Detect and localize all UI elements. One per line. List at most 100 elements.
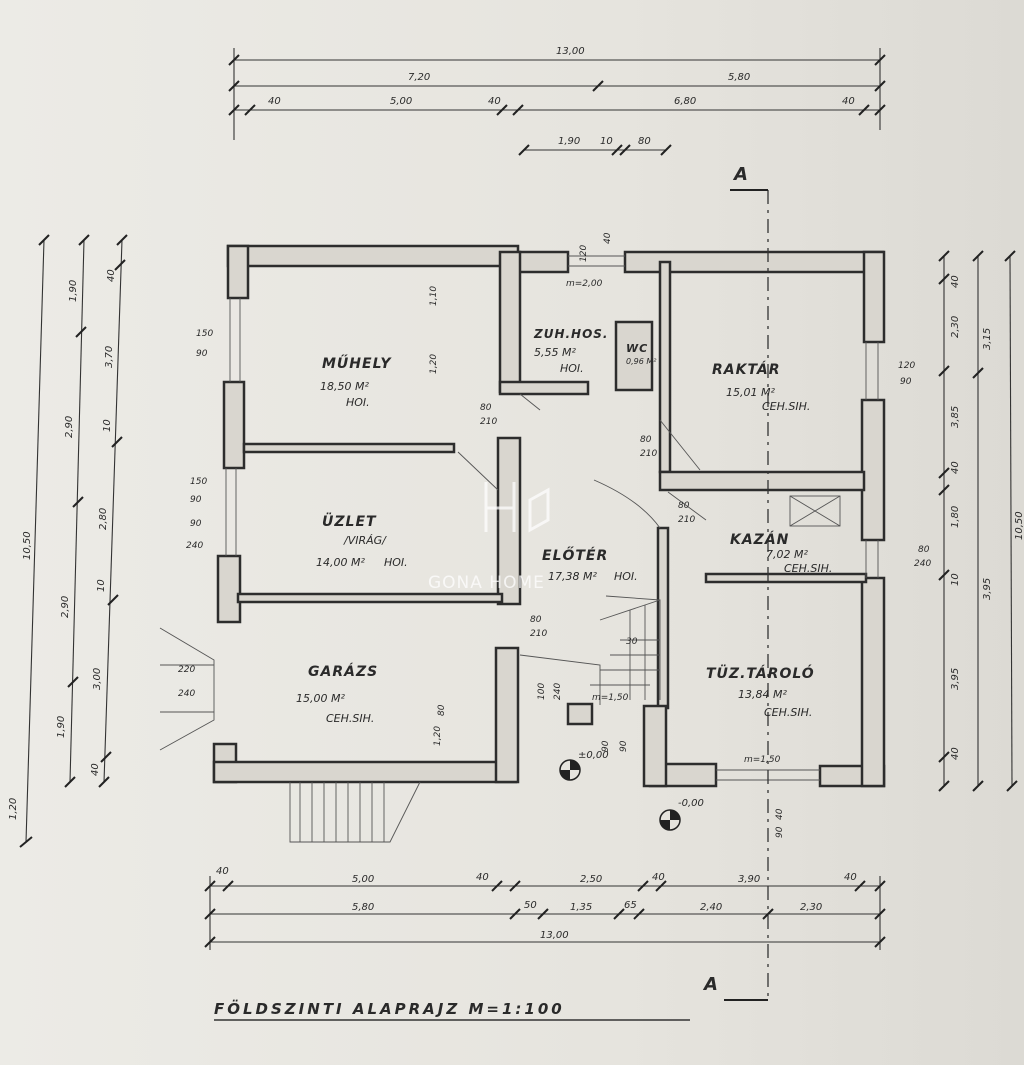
wall-right-2 <box>860 398 886 542</box>
dim-top-row4-c: 80 <box>638 136 651 147</box>
dim-left-inner-3: 2,80 <box>98 508 109 530</box>
room-area-fuel-storage: 13,84 M² <box>738 688 787 701</box>
dim-bot-r2-4: 2,40 <box>700 902 722 913</box>
room-area-bath: 5,55 M² <box>534 346 576 359</box>
op-9: 240 <box>178 689 195 699</box>
dim-right-inner-7: 40 <box>950 747 961 760</box>
op-39: 40 <box>775 808 785 820</box>
wall-garage-east <box>494 646 520 784</box>
dim-left-inner-1: 3,70 <box>104 346 115 368</box>
room-floor-workshop: HOI. <box>346 396 370 409</box>
dim-left-mid-0: 1,90 <box>68 280 79 302</box>
op-30: 120 <box>579 245 589 262</box>
room-name-boiler: KAZÁN <box>730 531 789 548</box>
room-name-storage: RAKTÁR <box>712 361 781 378</box>
op-3: 90 <box>190 495 202 505</box>
section-line-a: A A <box>702 164 769 1001</box>
wall-shop-south <box>236 592 504 604</box>
wall-right-1 <box>862 250 886 344</box>
op-32: 1,20 <box>433 726 443 746</box>
op-22: m=2,00 <box>566 279 603 289</box>
dim-left-inner-0: 40 <box>106 269 117 282</box>
dim-bot-r2-2: 1,35 <box>570 902 592 913</box>
dim-right-inner-1: 2,30 <box>950 316 961 338</box>
dim-top-total: 13,00 <box>556 46 585 57</box>
level-markers: ±0,00 -0,00 <box>559 750 704 831</box>
wall-boiler-south <box>704 572 868 584</box>
dim-left-inner-6: 40 <box>90 763 101 776</box>
op-0: 150 <box>196 329 213 339</box>
dim-right-mid-1: 3,95 <box>982 578 993 600</box>
op-10: 80 <box>480 403 492 413</box>
dim-bot-r1-2: 40 <box>476 872 489 883</box>
dim-top-row3-c: 40 <box>488 96 501 107</box>
inner-walls <box>236 250 868 788</box>
dim-left-mid-3: 1,90 <box>56 716 67 738</box>
wall-storage-south <box>658 470 866 492</box>
dim-top-row3-b: 5,00 <box>390 96 412 107</box>
op-19: 90 <box>900 377 912 387</box>
room-area-workshop: 18,50 M² <box>320 380 369 393</box>
drawing-title-group: FÖLDSZINTI ALAPRAJZ M=1:100 <box>214 999 690 1021</box>
room-area-wc: 0,96 M² <box>626 357 657 366</box>
room-floor-storage: CEH.SIH. <box>762 400 810 413</box>
dimension-lines <box>25 48 1013 950</box>
dim-bot-r1-4: 40 <box>652 872 665 883</box>
dim-right-inner-4: 1,80 <box>950 506 961 528</box>
op-1: 90 <box>196 349 208 359</box>
room-name-hall: ELŐTÉR <box>542 546 608 564</box>
level-label-1: ±0,00 <box>578 750 609 761</box>
section-label-top: A <box>732 164 748 185</box>
dims-left: 10,50 1,20 1,90 2,90 2,90 1,90 40 3,70 1… <box>8 269 117 820</box>
op-2: 150 <box>190 477 207 487</box>
dim-bot-r1-6: 40 <box>844 872 857 883</box>
room-name-shop: ÜZLET <box>322 512 377 530</box>
wall-right-3 <box>860 576 886 788</box>
staircase <box>159 393 841 843</box>
op-26: 240 <box>553 683 563 700</box>
dim-right-mid-0: 3,15 <box>982 328 993 350</box>
dim-bot-r2-1: 50 <box>524 900 537 911</box>
dim-bot-r2-0: 5,80 <box>352 902 374 913</box>
wall-top-left <box>226 244 520 268</box>
watermark-logo <box>484 482 550 533</box>
op-4: 90 <box>190 519 202 529</box>
watermark-text: GONA HOME <box>428 573 545 593</box>
wall-shop-east <box>496 436 522 606</box>
wall-storage-west <box>658 260 672 474</box>
op-34: 1,20 <box>429 354 439 374</box>
dim-top-row4-a: 1,90 <box>558 136 580 147</box>
room-name-fuel-storage: TÜZ.TÁROLÓ <box>706 664 815 682</box>
dim-right-inner-6: 3,95 <box>950 668 961 690</box>
dim-right-inner-5: 10 <box>950 573 961 586</box>
op-24: m=1,50 <box>744 755 781 765</box>
room-name-bath: ZUH.HOS. <box>533 327 609 341</box>
op-33: 1,10 <box>429 286 439 306</box>
wall-top-bath <box>516 250 570 274</box>
op-13: 210 <box>640 449 657 459</box>
dim-bot-r2-5: 2,30 <box>800 902 822 913</box>
op-29: 30 <box>626 637 638 647</box>
opening-annotations: 150 90 150 90 90 240 220 240 80 210 80 2… <box>178 232 931 838</box>
room-floor-bath: HOI. <box>560 362 584 375</box>
room-name-garage: GARÁZS <box>308 663 378 680</box>
room-labels: MŰHELY 18,50 M² HOI. ZUH.HOS. 5,55 M² HO… <box>296 327 832 725</box>
op-8: 220 <box>178 665 195 675</box>
dim-left-inner-4: 10 <box>96 579 107 592</box>
drawing-title: FÖLDSZINTI ALAPRAJZ M=1:100 <box>214 999 565 1018</box>
op-25: 100 <box>537 683 547 700</box>
dim-top-row4-b: 10 <box>600 136 613 147</box>
op-27: 90 <box>601 740 611 752</box>
room-name-workshop: MŰHELY <box>322 354 392 372</box>
dim-right-inner-2: 3,85 <box>950 406 961 428</box>
dim-right-inner-3: 40 <box>950 461 961 474</box>
pillar <box>566 702 594 726</box>
dim-bot-r1-3: 2,50 <box>580 874 602 885</box>
dims-bottom: 40 5,00 40 2,50 40 3,90 40 5,80 50 1,35 … <box>216 866 857 941</box>
dim-left-inner-5: 3,00 <box>92 668 103 690</box>
wall-stair-east <box>642 704 668 788</box>
op-28: 90 <box>619 740 629 752</box>
dim-bot-r2-3: 65 <box>624 900 637 911</box>
